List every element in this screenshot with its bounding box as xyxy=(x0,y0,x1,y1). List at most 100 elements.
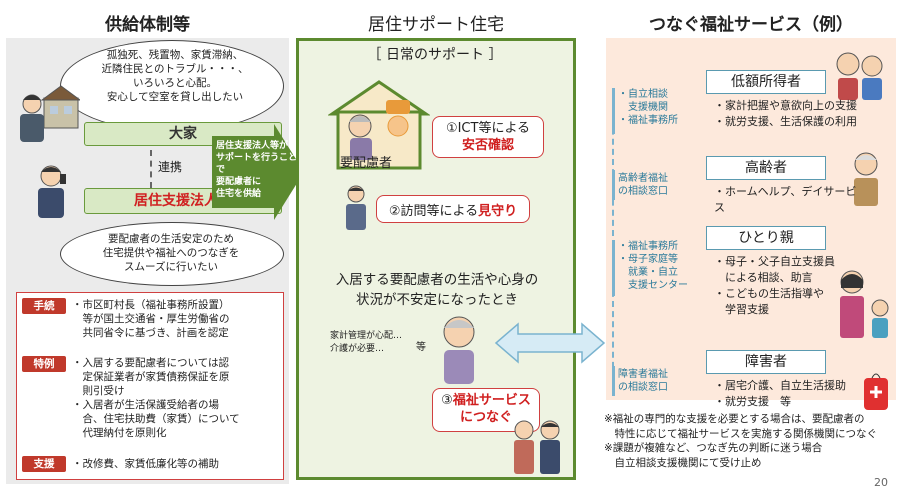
system-details-box xyxy=(16,292,284,480)
agency-line: 高齢者福祉 xyxy=(618,173,668,184)
category-1-name: 低額所得者 xyxy=(706,70,826,94)
arrow-line: サポートを行うことで xyxy=(216,153,298,175)
detail-line: ・入居する要配慮者については認 xyxy=(72,357,229,369)
person-label: 要配慮者 xyxy=(340,156,393,171)
service-item: ・就労支援 等 xyxy=(714,395,791,408)
category-3-name: ひとり親 xyxy=(706,226,826,250)
corp-goal-text: 要配慮者の生活安定のため 住宅提供や福祉へのつなぎを スムーズに行いたい xyxy=(72,232,270,274)
elderly-illustration xyxy=(443,316,475,384)
agency-line: ・福祉事務所 xyxy=(618,115,678,126)
visitor-illustration xyxy=(346,185,366,230)
category-2-name: 高齢者 xyxy=(706,156,826,180)
agency-line: の相談窓口 xyxy=(618,186,668,197)
note-line: 特性に応じて福祉サービスを実施する関係機関につなぐ xyxy=(604,427,877,440)
low-income-family-illustration xyxy=(836,52,883,100)
supply-arrow-text: 居住支援法人等が サポートを行うことで 要配慮者に 住宅を供給 xyxy=(216,140,300,200)
landlord-illustration xyxy=(20,85,80,142)
corp-goal-cloud xyxy=(60,222,284,286)
connect-double-arrow xyxy=(494,322,606,364)
support3-text: ③福祉サービス につなぐ xyxy=(436,392,536,426)
note-line: ※課題が複雑など、つなぎ先の判断に迷う場合 xyxy=(604,442,823,454)
category-1-agency: ・自立相談 支援機関 ・福祉事務所 xyxy=(618,88,706,127)
agency-line: 就業・自立 xyxy=(618,267,678,278)
tag-assistance: 支援 xyxy=(22,456,66,472)
detail-line: 等が国土交通省・厚生労働省の xyxy=(72,313,230,325)
assistance-text: ・改修費、家賃低廉化等の補助 xyxy=(72,458,219,470)
support-corp-name: 居住支援法人 xyxy=(134,193,218,209)
service-item: ・母子・父子自立支援員 xyxy=(714,255,835,268)
cloud-line: スムーズに行いたい xyxy=(124,261,218,273)
detail-line: 共同省令に基づき、計画を認定 xyxy=(72,327,229,339)
support3-number: ③ xyxy=(441,393,453,408)
service-item: による相談、助言 xyxy=(714,271,813,284)
service-item: ・就労支援、生活保護の利用 xyxy=(714,115,857,128)
cloud-line: 孤独死、残置物、家賃滞納、 xyxy=(106,49,244,61)
note-line: 自立相談支援機関にて受け止め xyxy=(604,456,762,469)
page-number: 20 xyxy=(874,476,888,489)
special-text: ・入居する要配慮者については認 定保証業者が家賃債務保証を原 則引受け ・入居者… xyxy=(72,356,280,440)
category-4-services: ・居宅介護、自立生活援助 ・就労支援 等 xyxy=(714,378,864,410)
service-item: ・居宅介護、自立生活援助 xyxy=(714,379,846,392)
agency-line: の相談窓口 xyxy=(618,382,668,393)
detail-line: 代理納付を原則化 xyxy=(72,427,167,439)
category-3-services: ・母子・父子自立支援員 による相談、助言 ・こどもの生活指導や 学習支援 xyxy=(714,254,844,318)
elderly-man-illustration xyxy=(854,152,878,206)
agency-line: ・福祉事務所 xyxy=(618,241,678,252)
landlord-worry-text: 孤独死、残置物、家賃滞納、 近隣住民とのトラブル・・・、 いろいろと心配。 安心… xyxy=(80,48,270,104)
cloud-line: 要配慮者の生活安定のため xyxy=(108,233,234,245)
unstable-line: 状況が不安定になったとき xyxy=(356,292,518,308)
arrow-line: 居住支援法人等が xyxy=(216,141,289,151)
landlord-worry-cloud xyxy=(60,40,284,132)
cloud-line: 近隣住民とのトラブル・・・、 xyxy=(101,63,249,75)
support2-purpose: 見守り xyxy=(478,204,518,219)
category-bracket xyxy=(612,88,707,134)
right-title: つなぐ福祉サービス（例） xyxy=(649,15,853,35)
support1-text: ①ICT等による 安否確認 xyxy=(436,120,540,154)
support-corp-illustration xyxy=(38,165,66,218)
arrow-line: 住宅を供給 xyxy=(216,189,262,199)
tag-special: 特例 xyxy=(22,356,66,372)
support3-line: につなぐ xyxy=(459,410,512,425)
worry-line: 家計管理が心配… xyxy=(330,331,403,341)
category-4-name: 障害者 xyxy=(706,350,826,374)
link-line xyxy=(150,150,154,188)
connector-line xyxy=(612,88,614,378)
detail-line: 合、住宅扶助費（家賃）について xyxy=(72,413,240,425)
support1-callout xyxy=(432,116,544,158)
unstable-condition: 入居する要配慮者の生活や心身の 状況が不安定になったとき xyxy=(306,270,568,310)
unstable-line: 入居する要配慮者の生活や心身の xyxy=(335,272,539,288)
home-illustration xyxy=(328,80,430,170)
arrow-line: 要配慮者に xyxy=(216,177,262,187)
category-2-services: ・ホームヘルプ、デイサービス xyxy=(714,185,857,214)
worry-text: 家計管理が心配… 介護が必要… xyxy=(330,330,402,356)
category-bracket xyxy=(612,366,707,396)
support1-purpose: 安否確認 xyxy=(461,138,514,153)
note-line: ※福祉の専門的な支援を必要とする場合は、要配慮者の xyxy=(604,413,865,425)
worry-line: 介護が必要… xyxy=(330,344,385,354)
agency-line: ・母子家庭等 xyxy=(618,254,678,265)
cloud-line: 安心して空室を貸し出したい xyxy=(106,91,244,103)
service-item: 学習支援 xyxy=(714,303,769,316)
help-mark-icon xyxy=(864,373,888,410)
agency-line: ・自立相談 xyxy=(618,89,668,100)
category-bracket xyxy=(612,240,707,296)
category-1-services: ・家計把握や意欲向上の支援 ・就労支援、生活保護の利用 xyxy=(714,98,894,130)
detail-line: ・入居者が生活保護受給者の場 xyxy=(72,399,219,411)
tag-procedure: 手続 xyxy=(22,298,66,314)
agency-line: 障害者福祉 xyxy=(618,369,668,380)
footnotes: ※福祉の専門的な支援を必要とする場合は、要配慮者の 特性に応じて福祉サービスを実… xyxy=(604,412,898,470)
category-4-agency: 障害者福祉 の相談窓口 xyxy=(618,368,706,394)
service-item: ・こどもの生活指導や xyxy=(714,287,824,300)
daily-support-heading: ［ 日常のサポート ］ xyxy=(367,47,503,63)
service-item: ・家計把握や意欲向上の支援 xyxy=(714,99,857,112)
single-parent-illustration xyxy=(840,270,889,338)
support3-line: 福祉サービス xyxy=(452,393,531,408)
category-2-agency: 高齢者福祉 の相談窓口 xyxy=(618,172,706,198)
procedure-text: ・市区町村長（福祉事務所設置） 等が国土交通省・厚生労働省の 共同省令に基づき、… xyxy=(72,298,280,340)
agency-line: 支援センター xyxy=(618,280,688,291)
category-3-agency: ・福祉事務所 ・母子家庭等 就業・自立 支援センター xyxy=(618,240,706,292)
welfare-staff-illustration xyxy=(514,420,560,474)
support2-text: ②訪問等による見守り xyxy=(380,200,526,219)
mid-title: 居住サポート住宅 xyxy=(368,15,504,35)
detail-line: 定保証業者が家賃債務保証を原 xyxy=(72,371,230,383)
